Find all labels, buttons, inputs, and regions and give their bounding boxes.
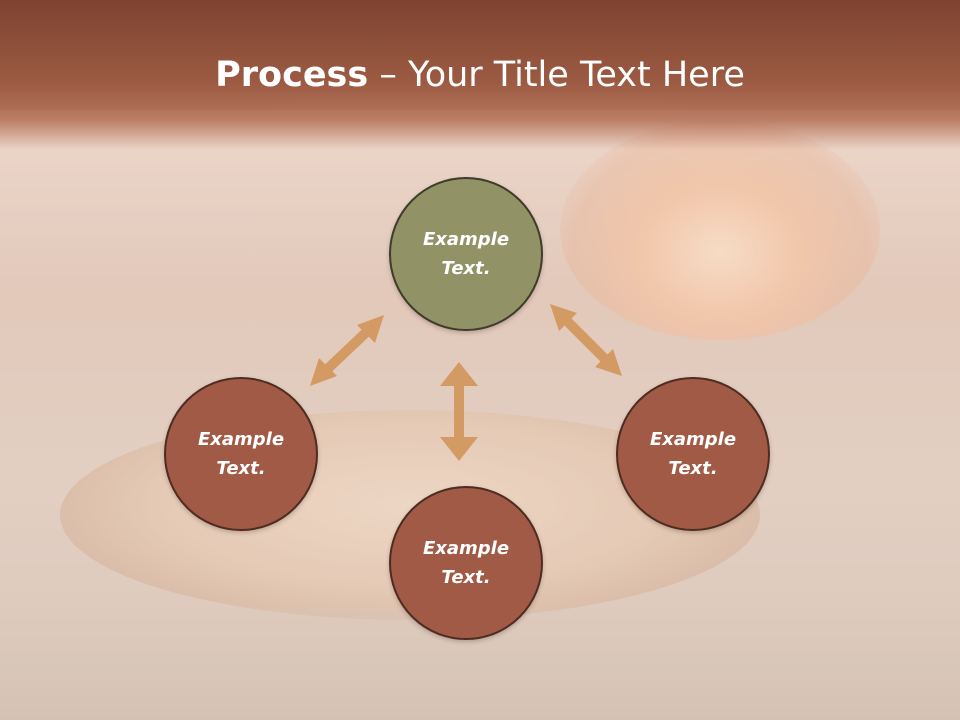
process-node-top[interactable]: Example Text. [389,177,543,331]
title-bold: Process [215,55,369,95]
slide-title[interactable]: Process – Your Title Text Here [0,52,960,98]
fire-glow [560,120,880,340]
process-node-bottom[interactable]: Example Text. [389,486,543,640]
arrow-left-top [310,315,384,386]
title-bar: Process – Your Title Text Here [0,0,960,150]
title-rest: – Your Title Text Here [368,55,745,95]
arrow-top-right [550,304,622,376]
process-node-right[interactable]: Example Text. [616,377,770,531]
node-label: Example Text. [197,429,285,479]
arrow-top-bottom [440,362,478,461]
node-label: Example Text. [649,429,737,479]
process-node-left[interactable]: Example Text. [164,377,318,531]
node-label: Example Text. [422,229,510,279]
node-label: Example Text. [422,538,510,588]
